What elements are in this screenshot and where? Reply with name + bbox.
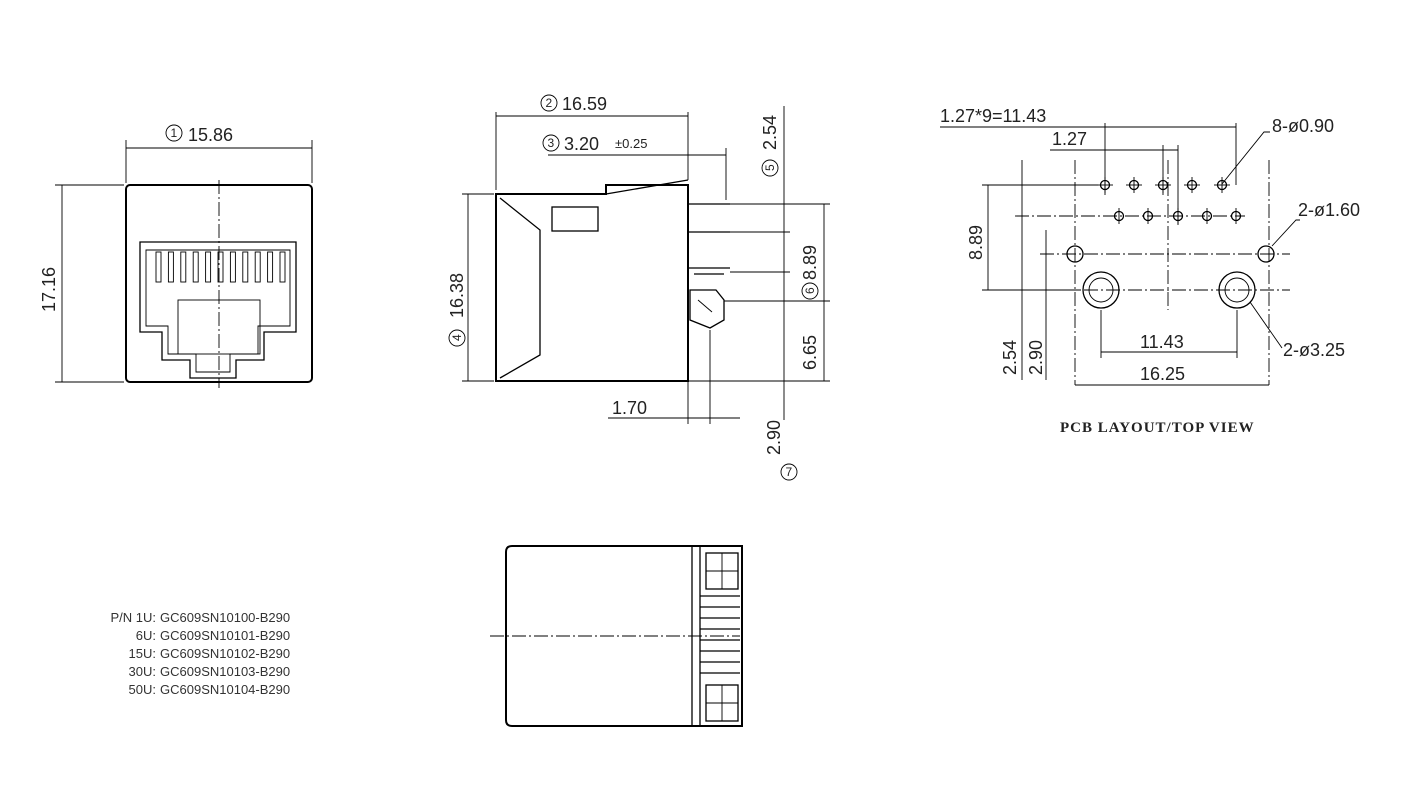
front-view-contact [155,251,162,283]
top-dim-text: 2.54 [760,115,780,150]
part-number-value: GC609SN10100-B290 [160,610,291,625]
part-number-label: 15U: [128,646,156,661]
marker-circle-7 [780,463,798,481]
foot-dim-text: 1.70 [612,398,647,418]
leader-led-holes [1271,219,1300,247]
side-view-pin [688,267,730,275]
lower-dim-text: 6.65 [800,335,820,370]
side-view-body [495,184,689,382]
pcb-pin-holes [1097,177,1242,224]
side-view-post [689,289,725,329]
marker-circle-5 [761,159,779,177]
pin-offset-text: 3.20 [564,134,599,154]
pcb-led-hole [1066,245,1084,263]
front-view-contact [217,251,224,283]
marker-circle-3 [542,134,560,152]
part-number-label: 6U: [135,628,156,643]
leader-pin-holes [1221,131,1270,185]
pcb-post-hole [1082,271,1120,309]
front-view-contact [254,251,261,283]
leader-post-holes [1249,301,1283,349]
side-length-text: 16.59 [562,94,607,114]
pin-span-text: 8.89 [800,245,820,280]
post-spacing-text: 11.43 [1140,332,1184,352]
pitch-total-text: 1.27*9=11.43 [940,106,1046,126]
pin-holes-text: 8-ø0.90 [1272,116,1334,136]
pcb-post-hole-inner [1224,277,1250,303]
pcb-post-hole-inner [1088,277,1114,303]
marker-1-text: 1 [171,126,178,140]
front-view-contact [167,251,174,283]
part-number-list: P/N 1U: GC609SN10100-B290 6U: GC609SN10101… [90,609,290,699]
part-number-row: 6U: GC609SN10101-B290 [90,627,290,645]
top-view-body [505,545,743,727]
pcb-led-hole [1257,245,1275,263]
part-number-row: P/N 1U: GC609SN10100-B290 [90,609,290,627]
marker-2-text: 2 [546,96,553,110]
marker-5-text: 5 [763,164,777,171]
front-view-contacts [155,251,286,283]
front-view-opening-inner [145,249,291,373]
top-view-pins [700,595,740,674]
part-number-label: P/N 1U: [110,610,156,625]
v-dim-b-text: 2.90 [1026,340,1046,375]
v-dim-a-text: 2.54 [1000,340,1020,375]
front-view-contact [242,251,249,283]
part-number-value: GC609SN10103-B290 [160,664,291,679]
post-holes-text: 2-ø3.25 [1283,340,1345,360]
part-number-label: 30U: [128,664,156,679]
row-dim-text: 8.89 [966,225,986,260]
part-number-row: 30U: GC609SN10103-B290 [90,663,291,681]
front-view-contact [192,251,199,283]
led-holes-text: 2-ø1.60 [1298,200,1360,220]
marker-circle-1 [165,124,183,142]
marker-4-text: 4 [450,334,464,341]
front-height-text: 17.16 [39,267,59,312]
side-view-window [551,206,599,232]
pcb-title: PCB LAYOUT/TOP VIEW [1060,420,1255,436]
front-view-contact [205,251,212,283]
part-number-value: GC609SN10102-B290 [160,646,291,661]
side-view-bevel [499,197,541,379]
overall-width-text: 16.25 [1140,364,1185,384]
front-view-contact [279,251,286,283]
front-view: 1 15.86 17.16 [39,124,313,388]
marker-6-text: 6 [803,287,817,294]
part-number-row: 50U: GC609SN10104-B290 [90,681,291,699]
marker-3-text: 3 [548,136,555,150]
marker-circle-4 [448,329,466,347]
side-view-post-detail [697,299,713,313]
side-view: 2 16.59 3 3.20 ±0.25 4 16.38 5 2.54 6 8.… [447,94,830,481]
part-number-value: GC609SN10101-B290 [160,628,291,643]
marker-circle-6 [801,282,819,300]
post-dim-text: 2.90 [764,420,784,455]
marker-7-text: 7 [786,465,793,479]
part-number-label: 50U: [128,682,156,697]
pcb-post-hole [1218,271,1256,309]
front-view-contact [267,251,274,283]
top-view [490,545,743,727]
pcb-layout: 1.27*9=11.43 1.27 8-ø0.90 2-ø1.60 2-ø3.2… [940,106,1360,436]
part-number-row: 15U: GC609SN10102-B290 [90,645,291,663]
front-view-contact [180,251,187,283]
pin-tolerance-text: ±0.25 [615,136,647,151]
marker-circle-2 [540,94,558,112]
side-height-text: 16.38 [447,273,467,318]
front-view-opening [139,241,297,379]
front-view-contact [229,251,236,283]
pitch-text: 1.27 [1052,129,1087,149]
part-number-value: GC609SN10104-B290 [160,682,291,697]
side-view-top-edge [605,179,689,195]
front-width-text: 15.86 [188,125,233,145]
